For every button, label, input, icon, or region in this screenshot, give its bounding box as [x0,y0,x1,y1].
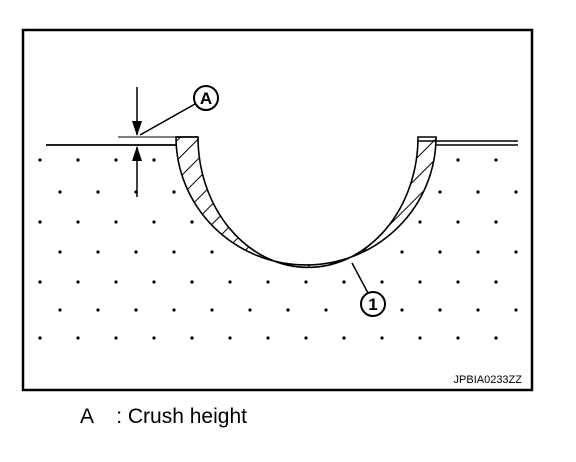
stipple-dot [494,158,498,162]
stipple-dot [400,250,404,254]
legend-separator: : [116,405,123,428]
stipple-dot [210,308,214,312]
stipple-dot [96,250,100,254]
stipple-dot [58,250,62,254]
stipple-dot [114,336,118,340]
stipple-dot [514,250,518,254]
stipple-dot [438,250,442,254]
stipple-dot [38,220,42,224]
stipple-dot [96,190,100,194]
callout-1-circle [360,291,386,317]
stipple-dot [76,280,80,284]
stipple-dot [228,336,232,340]
stipple-dot [152,158,156,162]
stipple-dot [38,280,42,284]
stipple-dot [114,158,118,162]
callout-a-label: A [200,89,212,108]
stipple-dot [456,336,460,340]
stipple-dot [380,336,384,340]
dimension-arrowhead-down [132,121,142,136]
stipple-dot [418,280,422,284]
callout-a-circle [193,85,219,111]
stipple-dot [266,280,270,284]
stipple-dot [172,190,176,194]
stipple-dot [172,250,176,254]
stipple-dot [476,250,480,254]
stipple-dot [438,308,442,312]
stipple-dot [58,190,62,194]
stipple-dot [342,336,346,340]
stipple-dot [190,336,194,340]
callout-1-leader [351,262,369,294]
stipple-dot [494,280,498,284]
stipple-dot [400,308,404,312]
stipple-dot [210,250,214,254]
stipple-dot [456,280,460,284]
stipple-dot [418,220,422,224]
stipple-dot [514,308,518,312]
stipple-dot [494,336,498,340]
stipple-dot [134,308,138,312]
stipple-dot [114,220,118,224]
stipple-dot [152,220,156,224]
stipple-dot [342,280,346,284]
stipple-dot [380,280,384,284]
stipple-dot [76,158,80,162]
legend-text: Crush height [127,405,247,428]
stipple-dot [152,336,156,340]
stipple-dot [76,336,80,340]
figure-code: JPBIA0233ZZ [454,374,523,386]
stipple-dot [190,220,194,224]
stipple-dot [324,308,328,312]
callout-1-label: 1 [368,295,377,314]
legend-key: A [80,405,93,428]
stipple-dot [228,280,232,284]
stipple-dot [418,336,422,340]
stipple-dot [514,190,518,194]
stipple-dot [114,280,118,284]
housing-stipple [38,158,518,340]
stipple-dot [38,336,42,340]
housing-bore [176,135,436,273]
stipple-dot [456,220,460,224]
legend: A : Crush height [80,405,247,429]
stipple-dot [58,308,62,312]
stipple-dot [286,308,290,312]
stipple-dot [304,336,308,340]
bearing-shell [175,136,437,269]
stipple-dot [152,280,156,284]
stipple-dot [172,308,176,312]
stipple-dot [476,308,480,312]
stipple-dot [248,308,252,312]
stipple-dot [190,280,194,284]
bearing-crush-height-diagram: A 1 JPBIA0233ZZ [21,28,534,392]
dimension-arrowhead-up [132,146,142,161]
stipple-dot [438,190,442,194]
stipple-dot [304,280,308,284]
stipple-dot [134,250,138,254]
callout-a-leader [139,103,196,136]
stipple-dot [476,190,480,194]
stipple-dot [266,336,270,340]
stipple-dot [76,220,80,224]
stipple-dot [456,158,460,162]
stipple-dot [96,308,100,312]
stipple-dot [38,158,42,162]
stipple-dot [494,220,498,224]
